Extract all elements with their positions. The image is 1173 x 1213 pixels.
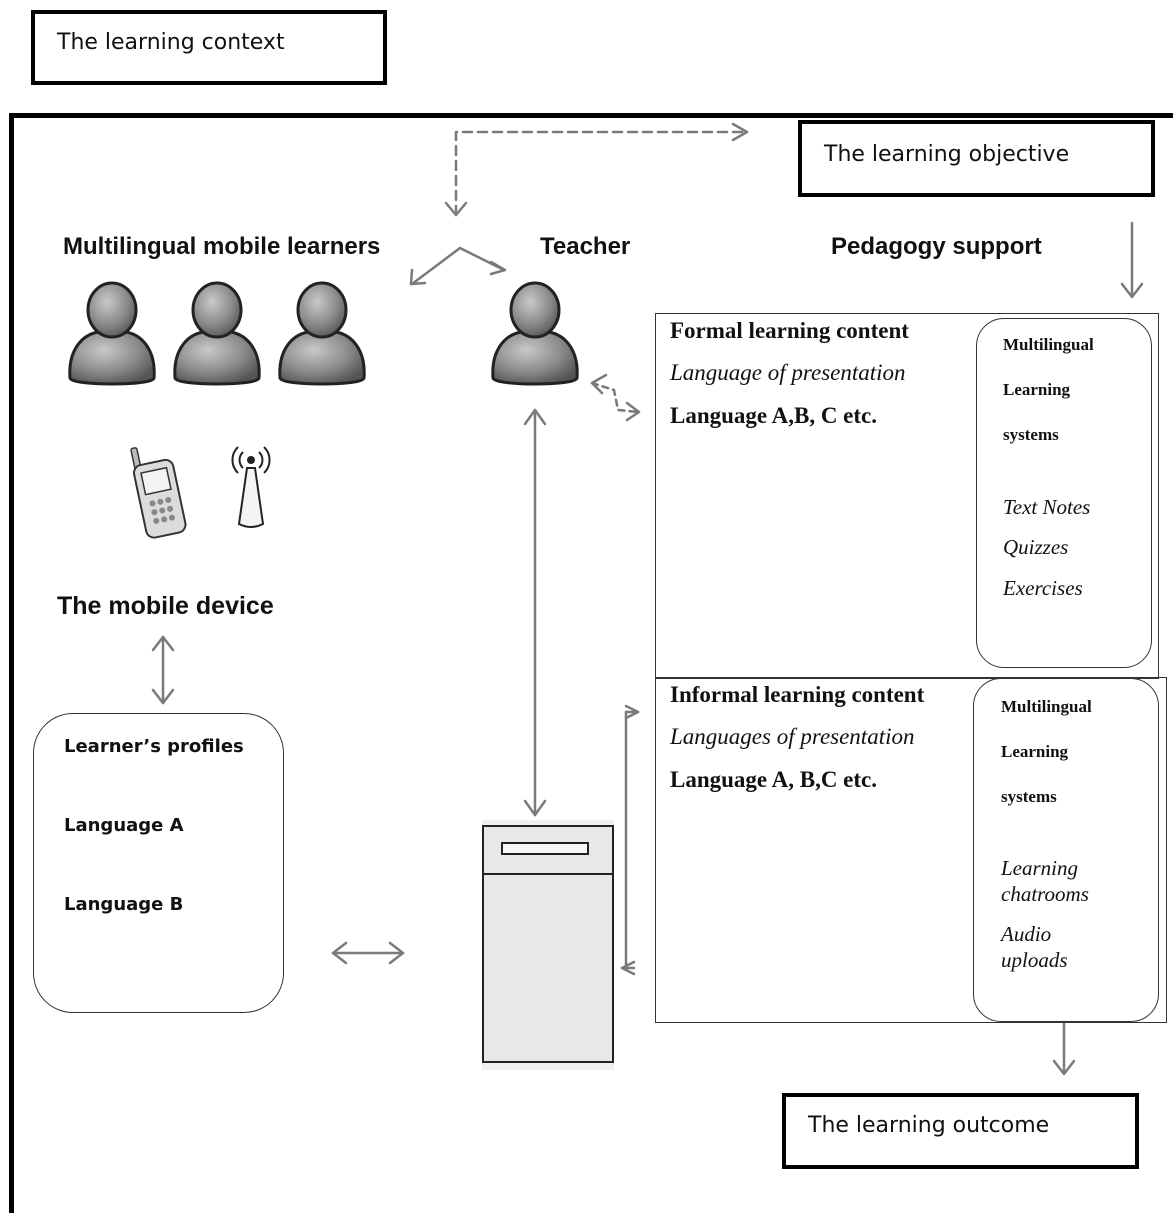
learning-objective-box: The learning objective [798,120,1155,197]
learning-objective-label: The learning objective [824,142,1070,167]
informal-subtitle: Languages of presentation [670,724,915,749]
learning-context-box: The learning context [31,10,387,85]
teacher-heading: Teacher [540,233,631,260]
formal-subtitle: Language of presentation [670,360,906,385]
formal-content-panel: Formal learning content Language of pres… [655,313,1159,679]
main-frame [9,113,1173,1213]
teacher-formal-arrow [590,381,640,414]
formal-title: Formal learning content [670,318,909,343]
learner-profiles-box: Learner’s profiles Language A Language B [33,713,284,1013]
formal-item-quizzes: Quizzes [1003,535,1069,559]
informal-item-chatrooms: Learning chatrooms [1001,856,1089,906]
fork-arrow [410,246,506,286]
informal-languages: Language A, B,C etc. [670,767,877,792]
informal-systems-box: Multilingual Learning systems Learning c… [973,678,1159,1022]
informal-item-audio: Audio uploads [1001,922,1068,972]
learners-heading: Multilingual mobile learners [63,233,381,260]
formal-systems-line2: Learning [1003,380,1071,399]
formal-systems-box: Multilingual Learning systems Text Notes… [976,318,1152,668]
informal-title: Informal learning content [670,682,925,707]
mobile-phone-icon [130,447,187,539]
pedagogy-heading: Pedagogy support [831,233,1042,260]
profiles-language-b: Language B [64,894,184,915]
profiles-language-a: Language A [64,815,184,836]
formal-item-exercises: Exercises [1003,576,1083,600]
person-icon [173,281,261,386]
mobile-device-heading: The mobile device [57,592,274,620]
formal-item-text-notes: Text Notes [1003,495,1091,519]
formal-languages: Language A,B, C etc. [670,403,877,428]
learning-context-label: The learning context [57,30,285,55]
informal-content-panel: Informal learning content Languages of p… [655,677,1167,1023]
informal-systems-line3: systems [1001,787,1057,806]
antenna-icon [231,446,271,528]
person-icon [68,281,156,386]
informal-systems-line1: Multilingual [1001,697,1092,716]
dashed-context-arrow [454,130,747,217]
formal-systems-line3: systems [1003,425,1059,444]
profiles-title: Learner’s profiles [64,736,244,757]
informal-systems-line2: Learning [1001,742,1069,761]
learning-outcome-label: The learning outcome [808,1113,1050,1138]
learning-outcome-box: The learning outcome [782,1093,1139,1169]
server-icon [482,820,614,1070]
person-icon [278,281,366,386]
person-icon [491,281,579,386]
formal-systems-line1: Multilingual [1003,335,1094,354]
